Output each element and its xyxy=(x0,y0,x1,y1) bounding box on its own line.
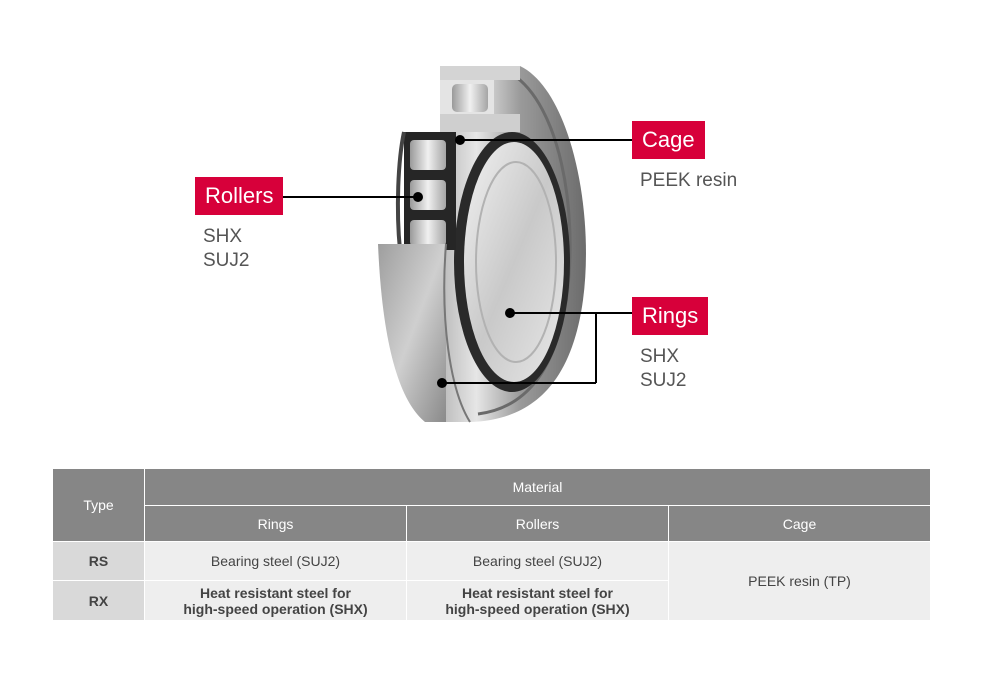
inner-ring xyxy=(454,132,570,392)
cage-column-header: Cage xyxy=(667,505,932,542)
rings-column-header: Rings xyxy=(144,505,407,542)
leader-cage xyxy=(455,135,634,145)
outer-ring-cut xyxy=(378,243,471,423)
shared-cage-cell: PEEK resin (TP) xyxy=(667,541,932,621)
table-row: RS Bearing steel (SUJ2) Bearing steel (S… xyxy=(52,541,932,621)
material-header: Material xyxy=(143,468,932,506)
rx-rollers-line-2: high-speed operation (SHX) xyxy=(445,600,630,617)
rings-material-2: SUJ2 xyxy=(640,370,687,391)
rs-rollers-cell: Bearing steel (SUJ2) xyxy=(406,541,669,581)
cage-label: Cage xyxy=(632,121,705,159)
rx-rings-cell: Heat resistant steel for high-speed oper… xyxy=(144,580,407,621)
rx-rings-line-1: Heat resistant steel for xyxy=(200,584,351,601)
row-type-rx: RX xyxy=(52,580,145,621)
rs-rings-cell: Bearing steel (SUJ2) xyxy=(144,541,407,581)
cage-material: PEEK resin xyxy=(640,170,738,191)
rollers-column-header: Rollers xyxy=(406,505,669,542)
row-type-rs: RS xyxy=(52,541,145,581)
bearing-illustration xyxy=(282,66,634,423)
rings-material-1: SHX xyxy=(640,346,680,367)
table-row: RX Heat resistant steel for high-speed o… xyxy=(52,580,931,621)
leader-rings xyxy=(437,308,634,388)
rx-rollers-cell: Heat resistant steel for high-speed oper… xyxy=(406,580,669,621)
rings-label: Rings xyxy=(632,297,709,335)
cut-section-top xyxy=(440,66,520,132)
rollers-label: Rollers xyxy=(195,177,284,215)
rx-rollers-line-1: Heat resistant steel for xyxy=(462,584,613,601)
rollers xyxy=(410,140,446,246)
material-table: Type Material Rings Rollers Cage RS Bear… xyxy=(52,468,932,621)
leader-rollers xyxy=(282,192,423,202)
rx-rings-line-2: high-speed operation (SHX) xyxy=(183,600,368,617)
type-header: Type xyxy=(52,468,145,542)
rollers-material-2: SUJ2 xyxy=(203,250,250,271)
rollers-material-1: SHX xyxy=(203,226,243,247)
